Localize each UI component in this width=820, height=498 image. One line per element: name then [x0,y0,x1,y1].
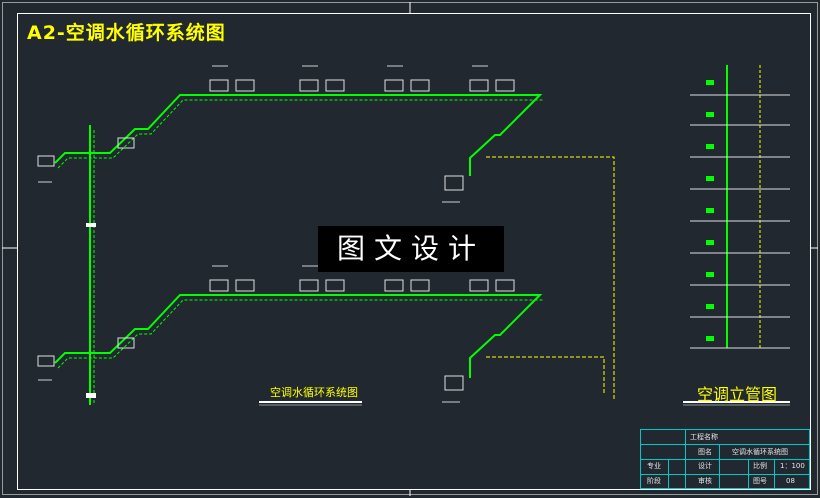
caption-underlines [259,401,790,406]
riser-valves [86,223,96,398]
watermark-label: 图文设计 [318,226,504,272]
system-diagram-caption: 空调水循环系统图 [270,386,358,399]
riser-diagram [690,65,790,349]
lower-trunk-yellow [486,356,605,395]
title-block-phase-label: 阶段 [647,477,661,485]
title-block-drawing-name-label: 图名 [698,448,712,456]
title-block-scale-label: 比例 [753,462,767,470]
title-block-review-label: 审核 [698,477,712,485]
title-block-design-label: 设计 [698,462,712,470]
main-vertical-riser [89,125,95,405]
title-block-scale-value: 1：100 [780,462,805,470]
upper-supply-pipes [54,94,543,176]
upper-fan-coil-units [37,79,515,191]
upper-trunk-yellow [486,156,615,400]
drawing-title: A2-空调水循环系统图 [27,22,226,44]
riser-diagram-caption: 空调立管图 [697,385,778,404]
title-block-drawing-no: 08 [786,477,795,485]
title-block-drawing-name: 空调水循环系统图 [732,448,788,456]
title-block-drawing-no-label: 图号 [753,477,767,485]
lower-fan-coil-units [37,279,515,391]
inner-frame [17,13,811,490]
title-block-specialty-label: 专业 [647,462,661,470]
lower-supply-pipes [54,294,543,378]
title-block-grid [640,429,810,489]
title-block-project-label: 工程名称 [690,433,718,441]
